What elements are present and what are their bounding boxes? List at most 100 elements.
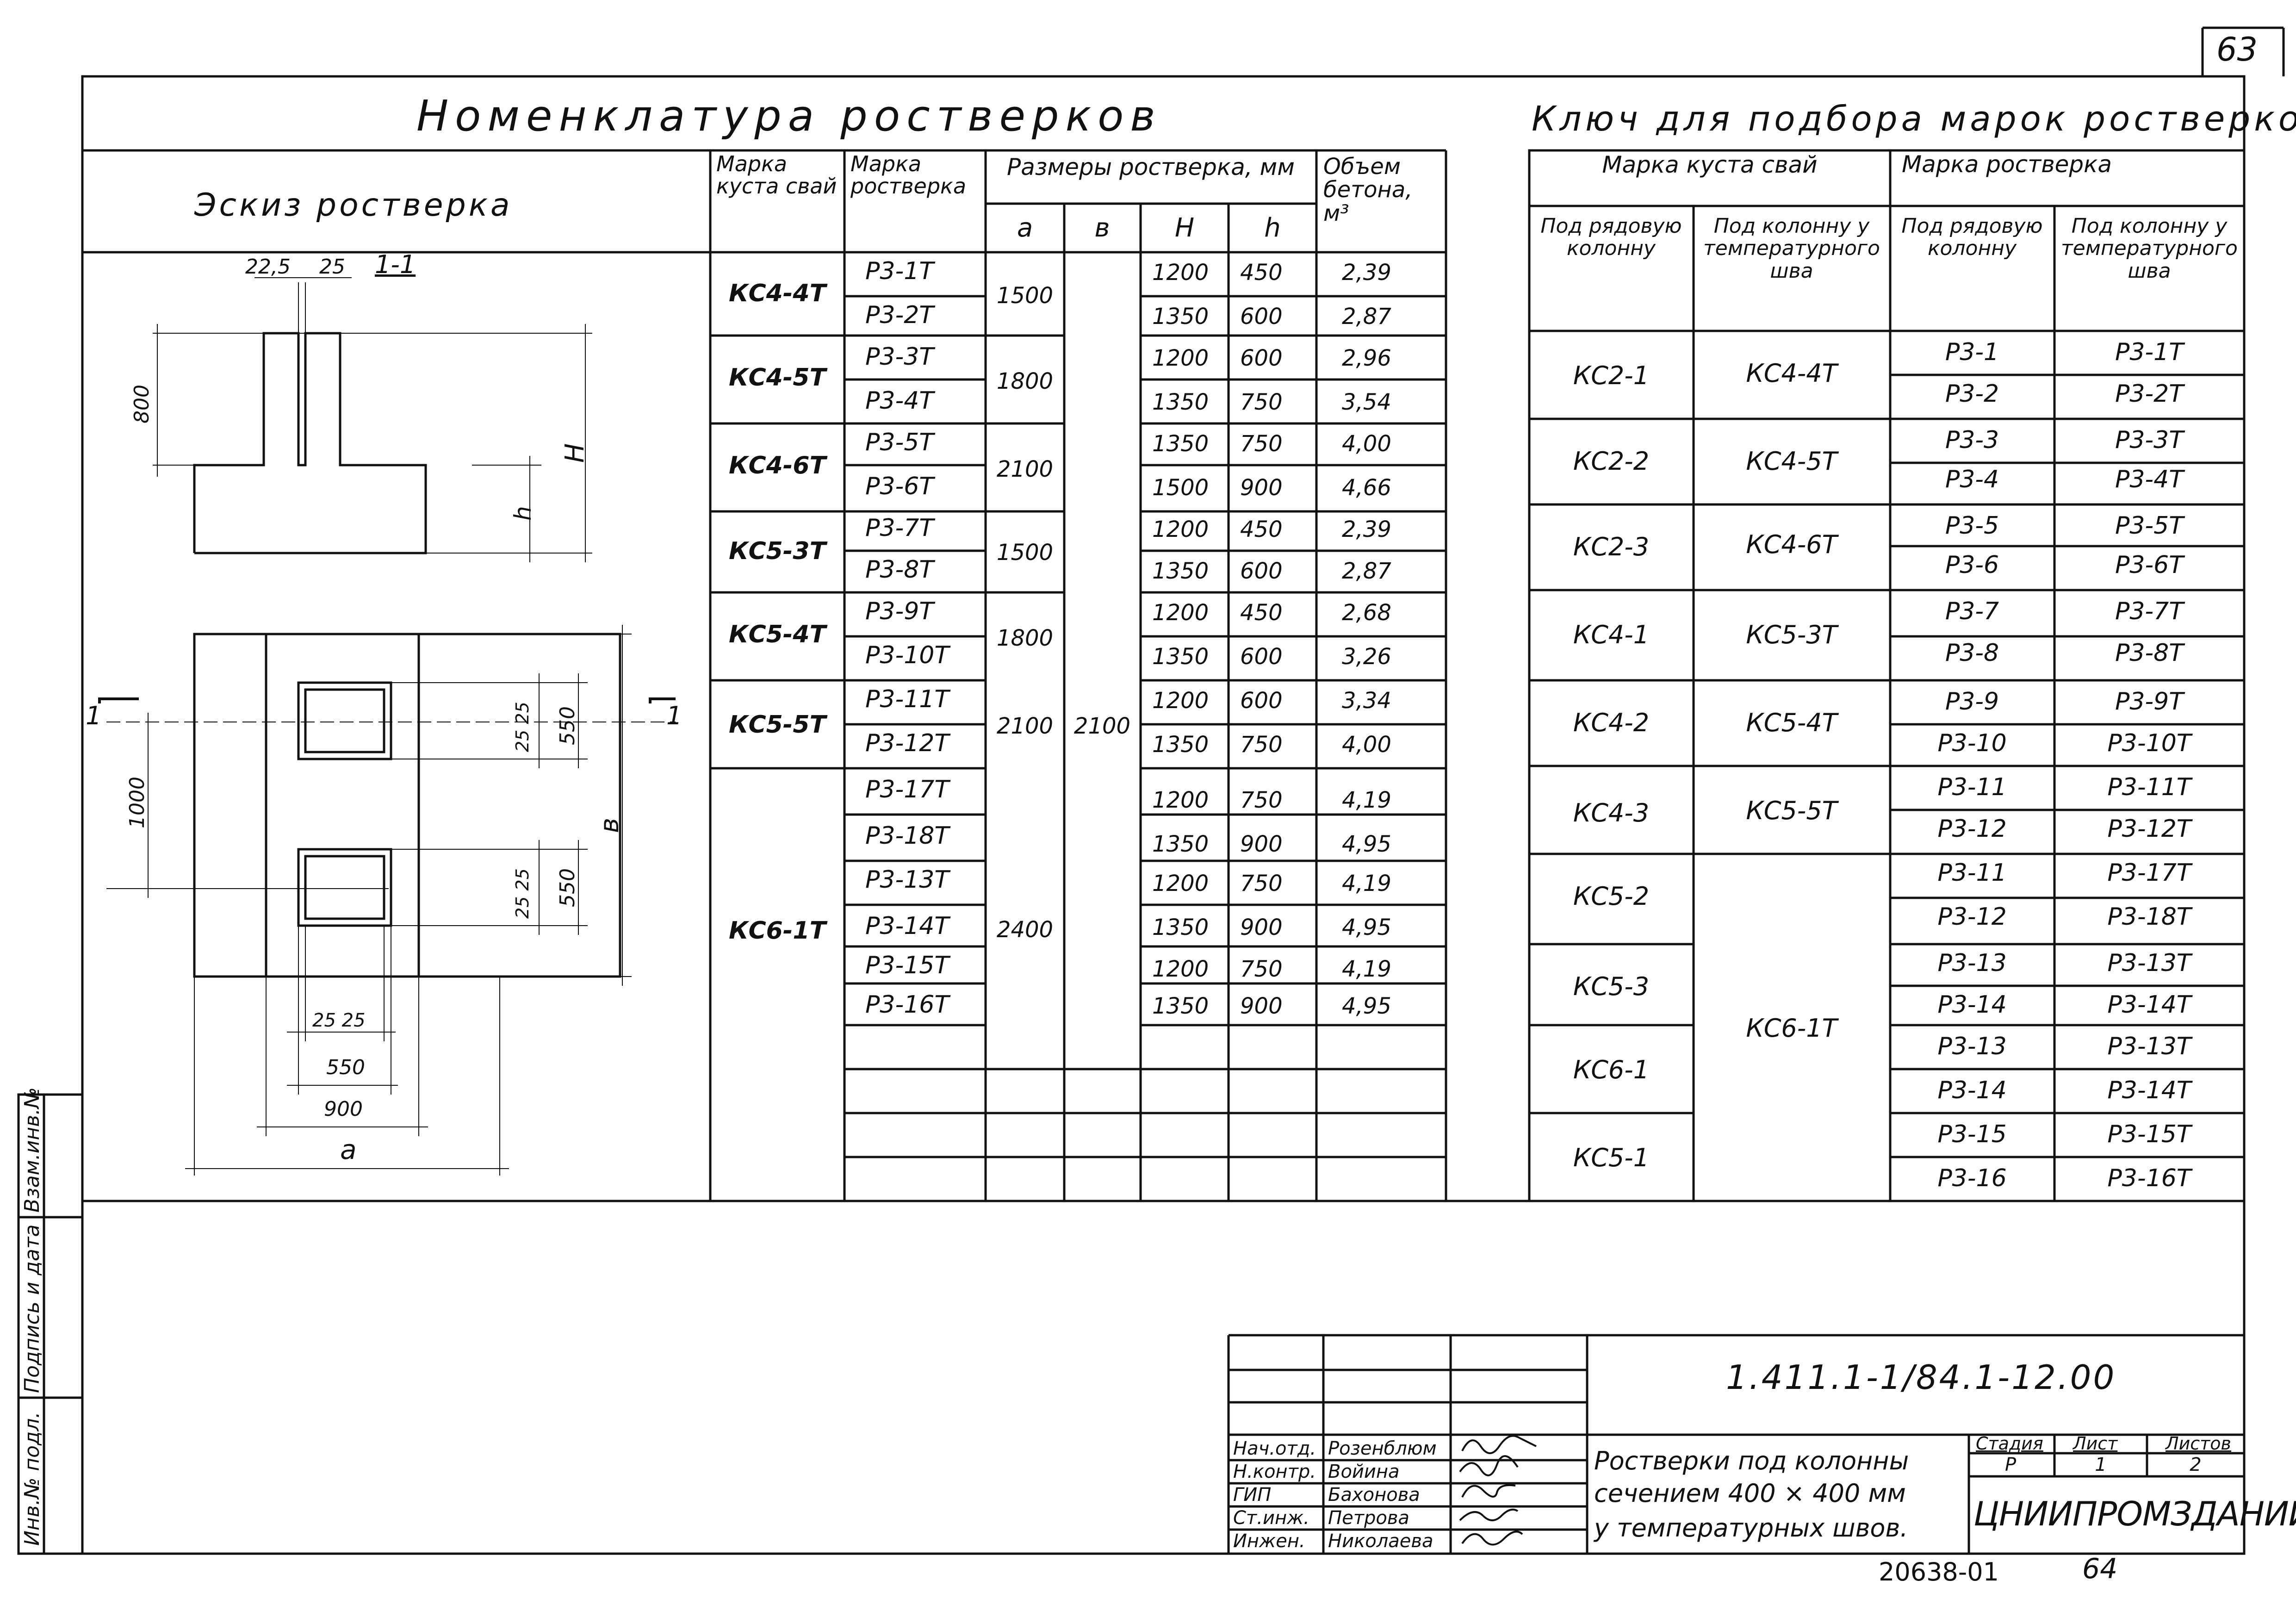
V-cell: 2,87	[1342, 304, 1391, 330]
h-cell: 900	[1240, 475, 1283, 501]
cluster-cell: КС5-5Т	[728, 711, 826, 739]
sheet-value: 1	[2095, 1454, 2107, 1475]
key-temp-cluster: КС5-3Т	[1746, 620, 1837, 649]
name-norm-control: Войина	[1328, 1461, 1400, 1482]
key-ord-mark: Р3-4	[1945, 466, 1999, 493]
name-engineer: Николаева	[1328, 1531, 1433, 1552]
H-cell: 1350	[1152, 732, 1209, 758]
key-temp-cluster: КС4-5Т	[1746, 447, 1837, 476]
name-senior-engineer: Петрова	[1328, 1507, 1409, 1529]
V-cell: 4,19	[1342, 871, 1391, 896]
header-sketch: Эскиз ростверка	[194, 187, 513, 224]
h-cell: 600	[1240, 558, 1283, 584]
drawing-code: 1.411.1-1/84.1-12.00	[1726, 1358, 2116, 1397]
header-grillage-mark: Марка ростверка	[850, 151, 967, 199]
key-header-temp-cluster: Под колонну у температурного шва	[1703, 214, 1880, 283]
V-cell: 3,26	[1342, 644, 1391, 670]
H-cell: 1350	[1152, 431, 1209, 457]
H-cell: 1200	[1152, 871, 1209, 896]
cluster-cell: КС6-1Т	[728, 917, 826, 945]
a-value: 2100	[996, 456, 1054, 482]
key-title: Ключ для подбора марок ростверков	[1532, 99, 2296, 139]
cluster-cell: КС5-4Т	[728, 621, 826, 648]
key-ord-cluster: КС4-1	[1573, 620, 1650, 649]
H-cell: 1200	[1152, 260, 1209, 286]
cluster-cell: КС5-3Т	[728, 537, 826, 565]
key-ord-mark: Р3-13	[1937, 1033, 2007, 1060]
key-ord-mark: Р3-6	[1945, 551, 1999, 579]
h-cell: 750	[1240, 956, 1283, 982]
key-temp-mark: Р3-5Т	[2115, 512, 2184, 540]
key-ord-mark: Р3-9	[1945, 688, 1999, 716]
name-head-dept: Розенблюм	[1328, 1438, 1437, 1459]
a-value: 1800	[996, 368, 1054, 394]
dim-900: 900	[324, 1097, 363, 1121]
role-senior-engineer: Ст.инж.	[1233, 1507, 1309, 1529]
title-line-1: Ростверки под колонны	[1594, 1446, 1909, 1475]
mark-cell: Р3-11Т	[865, 685, 949, 713]
h-cell: 750	[1240, 389, 1283, 415]
h-cell: 750	[1240, 787, 1283, 813]
key-ord-mark: Р3-10	[1937, 729, 2007, 757]
role-norm-control: Н.контр.	[1233, 1461, 1316, 1482]
key-temp-mark: Р3-15Т	[2107, 1120, 2191, 1148]
key-temp-cluster: КС4-4Т	[1746, 359, 1837, 388]
V-cell: 3,54	[1342, 389, 1391, 415]
key-ord-mark: Р3-12	[1937, 815, 2007, 843]
H-cell: 1200	[1152, 787, 1209, 813]
mark-cell: Р3-16Т	[865, 991, 949, 1019]
title-line-3: у температурных швов.	[1594, 1513, 1908, 1543]
mark-cell: Р3-1Т	[865, 257, 934, 285]
role-chief-engineer: ГИП	[1233, 1484, 1272, 1506]
cut-mark-right: 1	[666, 701, 683, 730]
header-volume: Объем бетона, м³	[1323, 154, 1413, 226]
key-temp-mark: Р3-3Т	[2115, 426, 2184, 454]
key-temp-mark: Р3-8Т	[2115, 639, 2184, 667]
key-ord-cluster: КС5-3	[1573, 972, 1650, 1001]
key-ord-cluster: КС6-1	[1573, 1055, 1650, 1084]
role-engineer: Инжен.	[1233, 1531, 1305, 1552]
key-temp-mark: Р3-13Т	[2107, 1033, 2191, 1060]
V-cell: 2,39	[1342, 260, 1391, 286]
key-ord-mark: Р3-12	[1937, 903, 2007, 931]
V-cell: 2,96	[1342, 345, 1391, 371]
h-cell: 450	[1240, 516, 1283, 542]
key-header-temp-grillage: Под колонну у температурного шва	[2061, 214, 2238, 283]
key-temp-cluster: КС6-1Т	[1746, 1014, 1837, 1043]
key-temp-mark: Р3-16Т	[2107, 1164, 2191, 1192]
dim-a: a	[340, 1134, 357, 1165]
H-cell: 1350	[1152, 644, 1209, 670]
mark-cell: Р3-2Т	[865, 301, 934, 329]
key-temp-mark: Р3-14Т	[2107, 1076, 2191, 1104]
key-ord-mark: Р3-16	[1937, 1164, 2007, 1192]
key-temp-mark: Р3-1Т	[2115, 338, 2184, 366]
mark-cell: Р3-8Т	[865, 556, 934, 584]
V-cell: 4,95	[1342, 831, 1391, 857]
a-value: 2400	[996, 917, 1054, 943]
H-cell: 1200	[1152, 600, 1209, 626]
h-cell: 750	[1240, 732, 1283, 758]
mark-cell: Р3-6Т	[865, 473, 934, 500]
key-temp-mark: Р3-11Т	[2107, 773, 2191, 801]
key-ord-cluster: КС4-3	[1573, 798, 1650, 828]
a-value: 2100	[996, 713, 1054, 739]
key-header-ordinary-grillage: Под рядовую колонну	[1901, 214, 2043, 261]
key-ord-cluster: КС2-1	[1573, 361, 1650, 390]
mark-cell: Р3-18Т	[865, 822, 949, 850]
sheets-value: 2	[2190, 1454, 2202, 1475]
b-value: 2100	[1074, 713, 1131, 739]
H-cell: 1350	[1152, 831, 1209, 857]
H-cell: 1350	[1152, 558, 1209, 584]
header-b: в	[1094, 213, 1110, 243]
dim-25-25-horizontal: 25 25	[312, 1010, 366, 1031]
cluster-cell: КС4-6Т	[728, 452, 826, 479]
mark-cell: Р3-4Т	[865, 387, 934, 415]
h-cell: 900	[1240, 915, 1283, 940]
h-cell: 600	[1240, 644, 1283, 670]
key-header-grillage: Марка ростверка	[1902, 151, 2112, 178]
a-value: 1500	[996, 540, 1054, 566]
key-ord-mark: Р3-14	[1937, 991, 2007, 1019]
h-cell: 750	[1240, 871, 1283, 896]
h-cell: 750	[1240, 431, 1283, 457]
